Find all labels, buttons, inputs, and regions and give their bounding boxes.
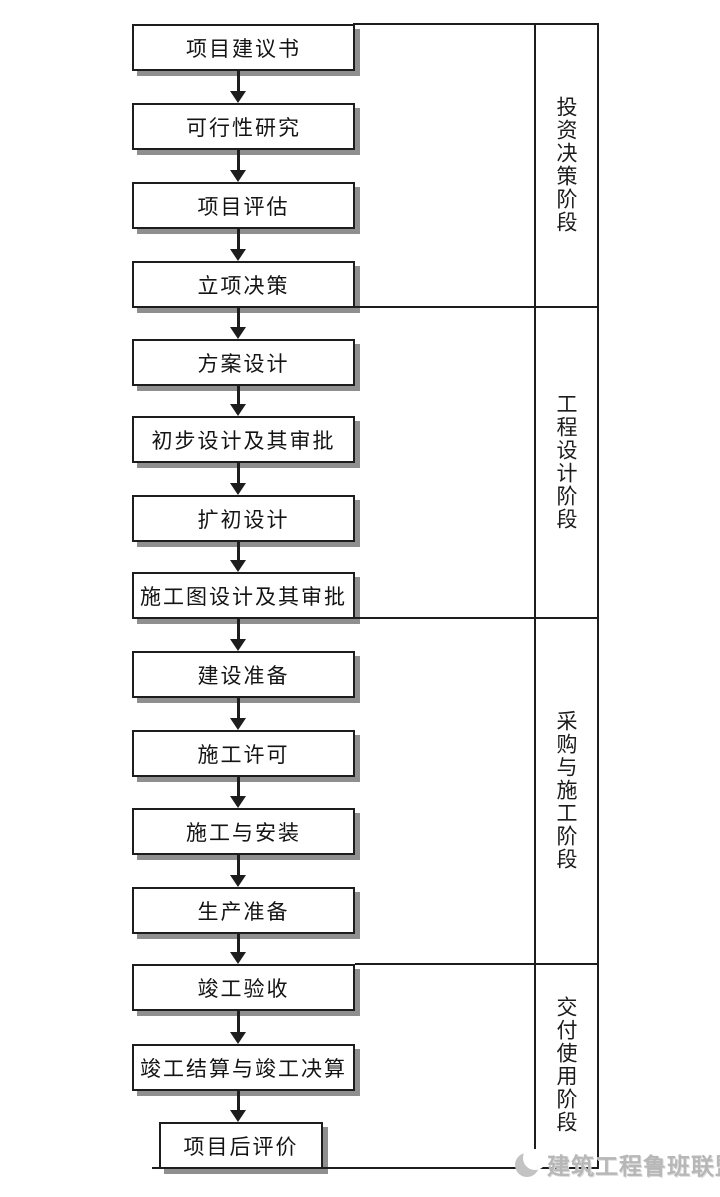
phase-label-engineering-design: 工程设计阶段: [554, 392, 578, 531]
flow-box-project-evaluation: 项目评估: [132, 182, 355, 229]
flow-box-label: 方案设计: [197, 351, 290, 376]
flow-box-completion-acceptance: 竣工验收: [132, 964, 355, 1011]
down-arrow-icon: [230, 71, 247, 103]
phase-label-investment-decision: 投资决策阶段: [554, 95, 578, 234]
down-arrow-icon: [230, 542, 247, 572]
flow-box-label: 初步设计及其审批: [151, 428, 336, 453]
phase-column-right-rule: [597, 23, 599, 1169]
down-arrow-icon: [230, 777, 247, 808]
phase-divider-top: [353, 23, 599, 25]
flow-box-label: 项目后评价: [183, 1134, 299, 1159]
flow-box-project-proposal: 项目建议书: [132, 24, 355, 71]
flow-box-label: 生产准备: [197, 899, 290, 924]
flow-box-construction-permit: 施工许可: [132, 730, 355, 777]
luban-alliance-logo-icon: [512, 1149, 544, 1179]
watermark: 建筑工程鲁班联盟: [512, 1147, 720, 1181]
flow-box-label: 可行性研究: [186, 115, 301, 140]
flow-box-label: 竣工结算与竣工决算: [140, 1056, 347, 1081]
flow-box-label: 建设准备: [197, 663, 290, 688]
flow-box-post-project-evaluation: 项目后评价: [159, 1122, 323, 1169]
flow-box-label: 扩初设计: [197, 507, 290, 532]
flow-box-completion-settlement-final-accounts: 竣工结算与竣工决算: [132, 1044, 355, 1091]
down-arrow-icon: [230, 855, 247, 887]
down-arrow-icon: [230, 619, 247, 651]
flow-box-label: 项目评估: [197, 194, 290, 219]
phase-label-procurement-construction: 采购与施工阶段: [554, 709, 578, 871]
down-arrow-icon: [230, 386, 247, 416]
flow-box-construction-preparation: 建设准备: [132, 651, 355, 698]
flow-box-label: 施工图设计及其审批: [140, 584, 347, 609]
flow-box-feasibility-study: 可行性研究: [132, 103, 355, 150]
down-arrow-icon: [230, 463, 247, 495]
flow-box-production-preparation: 生产准备: [132, 887, 355, 934]
down-arrow-icon: [230, 308, 247, 339]
flow-box-label: 竣工验收: [197, 976, 290, 1001]
phase-divider-1: [355, 306, 599, 308]
phase-label-delivery-use: 交付使用阶段: [554, 996, 578, 1134]
flow-box-construction-drawing-design-approval: 施工图设计及其审批: [132, 572, 355, 619]
flow-box-approval-decision: 立项决策: [132, 261, 355, 308]
phase-divider-2: [355, 617, 599, 619]
phase-divider-3: [355, 963, 599, 965]
phase-divider-bottom: [152, 1167, 599, 1169]
flow-box-label: 施工许可: [197, 742, 290, 767]
flow-box-construction-installation: 施工与安装: [132, 808, 355, 855]
flow-box-expanded-preliminary-design: 扩初设计: [132, 495, 355, 542]
flow-box-label: 立项决策: [197, 273, 290, 298]
down-arrow-icon: [230, 1091, 247, 1122]
flow-box-label: 施工与安装: [186, 820, 301, 845]
down-arrow-icon: [230, 934, 247, 964]
down-arrow-icon: [230, 229, 247, 261]
down-arrow-icon: [230, 698, 247, 730]
flow-box-label: 项目建议书: [186, 36, 301, 61]
flow-box-preliminary-design-approval: 初步设计及其审批: [132, 416, 355, 463]
watermark-text: 建筑工程鲁班联盟: [547, 1154, 720, 1179]
down-arrow-icon: [230, 1011, 247, 1044]
phase-column-left-rule: [534, 23, 536, 1169]
flow-box-scheme-design: 方案设计: [132, 339, 355, 386]
down-arrow-icon: [230, 150, 247, 182]
